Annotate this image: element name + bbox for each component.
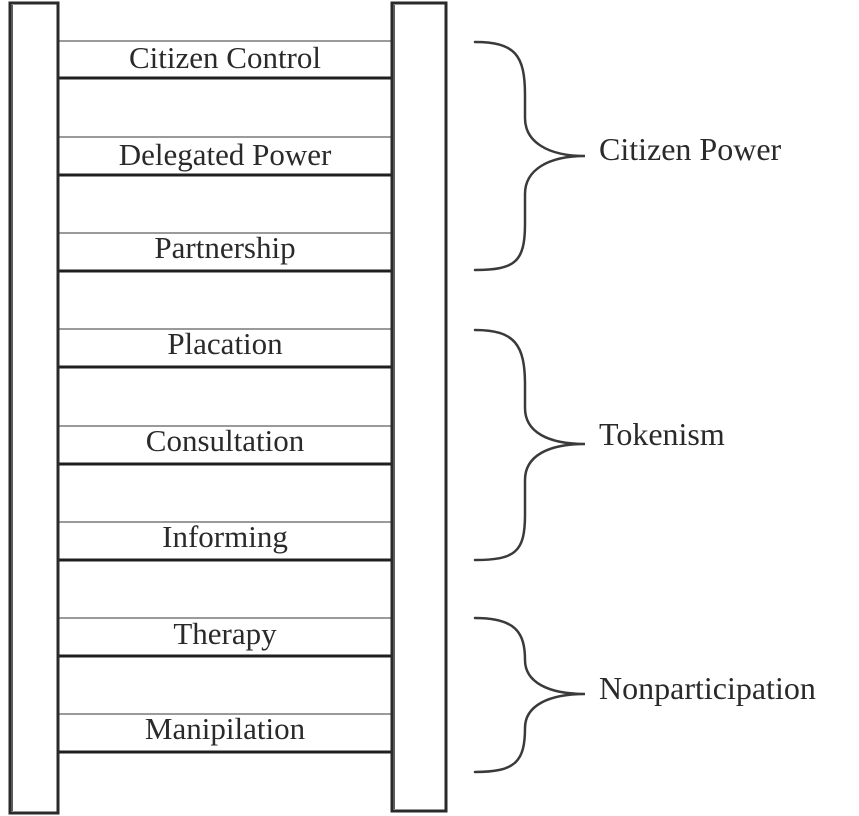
group-label-tokenism: Tokenism: [599, 416, 725, 452]
rung-label-informing: Informing: [162, 519, 288, 554]
rung-informing: Informing: [58, 519, 392, 562]
group-brackets: [473, 40, 586, 774]
rung-label-delegated-power: Delegated Power: [119, 137, 332, 172]
rung-label-manipilation: Manipilation: [145, 711, 306, 746]
rung-therapy: Therapy: [58, 616, 392, 658]
rung-placation: Placation: [58, 326, 392, 369]
rung-manipilation: Manipilation: [58, 711, 392, 754]
rung-label-therapy: Therapy: [173, 616, 277, 651]
rung-label-citizen-control: Citizen Control: [129, 40, 321, 75]
rung-label-partnership: Partnership: [154, 230, 295, 265]
group-labels: Citizen Power Tokenism Nonparticipation: [599, 131, 816, 706]
rung-consultation: Consultation: [58, 423, 392, 466]
rung-delegated-power: Delegated Power: [58, 136, 392, 177]
right-rail: [390, 1, 448, 813]
bracket-tokenism: [473, 328, 586, 562]
rung-label-consultation: Consultation: [146, 423, 305, 458]
bracket-citizen-power: [473, 40, 586, 272]
rung-partnership: Partnership: [58, 230, 392, 273]
rung-label-placation: Placation: [167, 326, 283, 361]
group-label-nonparticipation: Nonparticipation: [599, 670, 816, 706]
ladder-rails: [8, 1, 448, 815]
left-rail: [8, 1, 60, 815]
rungs: Citizen Control Delegated Power Partners…: [58, 40, 392, 754]
group-label-citizen-power: Citizen Power: [599, 131, 782, 167]
bracket-nonparticipation: [473, 616, 586, 774]
rung-citizen-control: Citizen Control: [58, 40, 392, 80]
